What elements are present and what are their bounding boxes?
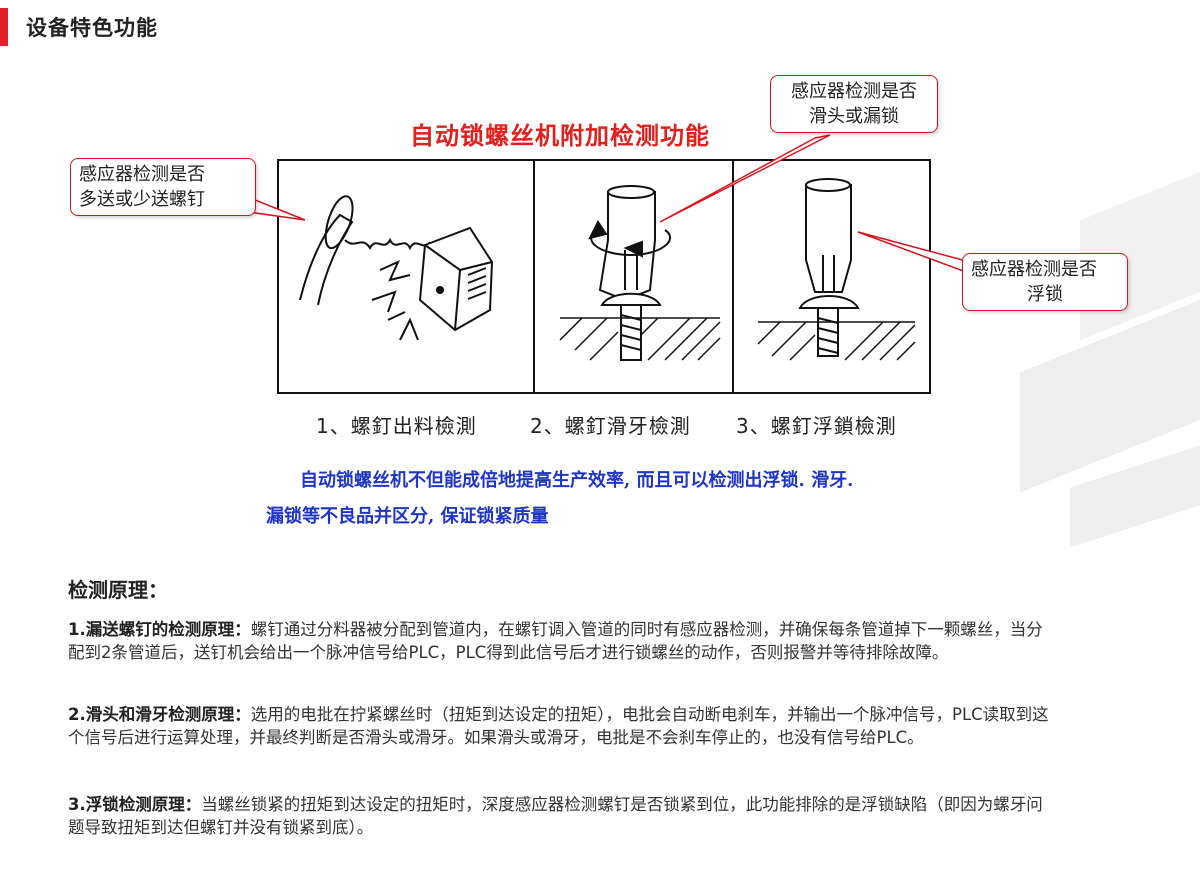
principle-label: 1.漏送螺钉的检测原理：: [68, 620, 251, 639]
figure-note: 漏锁等不良品并区分, 保证锁紧质量: [266, 506, 549, 527]
principle-text: 螺钉通过分料器被分配到管道内，在螺钉调入管道的同时有感应器检测，并确保每条管道掉…: [68, 620, 1043, 662]
principle-text: 当螺丝锁紧的扭矩到达设定的扭矩时，深度感应器检测螺钉是否锁紧到位，此功能排除的是…: [68, 795, 1043, 837]
figure-note: 自动锁螺丝机不但能成倍地提高生产效率, 而且可以检测出浮锁. 滑牙.: [300, 470, 854, 491]
panel-caption: 1、螺釘出料檢測: [316, 414, 477, 438]
section-header-title: 设备特色功能: [26, 16, 158, 40]
principle-paragraph: 2.滑头和滑牙检测原理：选用的电批在拧紧螺丝时（扭矩到达设定的扭矩），电批会自动…: [68, 703, 1053, 749]
panel-caption: 2、螺釘滑牙檢測: [530, 414, 691, 438]
principle-label: 3.浮锁检测原理：: [68, 795, 202, 814]
ground-hatch: [757, 321, 916, 361]
float-detect-illustration: [798, 178, 860, 357]
callout-line: 感应器检测是否: [971, 259, 1097, 280]
principle-text: 选用的电批在拧紧螺丝时（扭矩到达设定的扭矩），电批会自动断电刹车，并输出一个脉冲…: [68, 705, 1049, 747]
header-accent-bar: [0, 8, 8, 46]
callout-float-sensor: 感应器检测是否 浮锁: [962, 253, 1128, 311]
callout-feed-sensor: 感应器检测是否 多送或少送螺钉: [70, 158, 256, 216]
callout-line: 多送或少送螺钉: [79, 189, 205, 210]
principle-label: 2.滑头和滑牙检测原理：: [68, 705, 251, 724]
callout-line: 滑头或漏锁: [809, 106, 899, 127]
figure-title: 自动锁螺丝机附加检测功能: [410, 121, 710, 150]
callout-line: 浮锁: [1027, 284, 1063, 305]
principle-paragraph: 3.浮锁检测原理：当螺丝锁紧的扭矩到达设定的扭矩时，深度感应器检测螺钉是否锁紧到…: [68, 793, 1053, 839]
diagram-frame: [277, 159, 931, 394]
panel-caption: 3、螺釘浮鎖檢測: [736, 414, 897, 438]
callout-pointers: [228, 134, 972, 273]
callout-line: 感应器检测是否: [79, 164, 205, 185]
principle-paragraph: 1.漏送螺钉的检测原理：螺钉通过分料器被分配到管道内，在螺钉调入管道的同时有感应…: [68, 618, 1053, 664]
slip-detect-illustration: [588, 185, 672, 361]
principles-title: 检测原理：: [68, 578, 168, 602]
feed-sensor-illustration: [299, 195, 494, 341]
ground-hatch: [559, 317, 721, 361]
callout-line: 感应器检测是否: [791, 81, 917, 102]
callout-slip-sensor: 感应器检测是否 滑头或漏锁: [770, 75, 938, 133]
